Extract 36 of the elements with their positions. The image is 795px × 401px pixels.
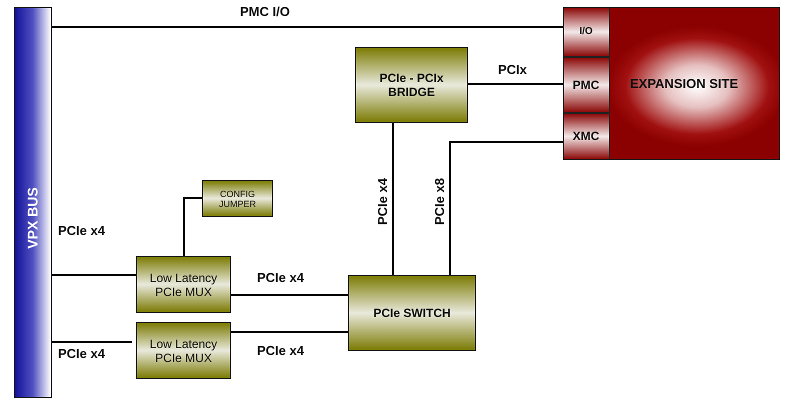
connector-line (52, 26, 563, 28)
edge-label: PCIe x4 (58, 346, 105, 361)
node-label: PMC (572, 78, 600, 92)
node-label: PCIe - PCIx BRIDGE (378, 71, 445, 99)
switch-box (348, 275, 476, 351)
connector-line (52, 274, 136, 276)
connector-line (52, 341, 132, 343)
connector-slot (562, 112, 610, 160)
connector-slot (562, 56, 610, 112)
edge-label: PCIe x4 (58, 223, 105, 238)
edge-label: PCIx (498, 62, 527, 77)
node-label: XMC (572, 129, 600, 143)
vpx-bus-bar (14, 7, 52, 398)
mux-box (136, 256, 231, 313)
connector-line (231, 331, 348, 333)
edge-label: PCIe x8 (432, 178, 447, 225)
edge-label: PCIe x4 (375, 178, 390, 225)
edge-label: PCIe x4 (257, 270, 304, 285)
expansion-site-box (563, 7, 780, 160)
node-label: PCIe SWITCH (373, 306, 451, 320)
mux-box (136, 322, 231, 379)
connector-line (231, 294, 348, 296)
node-label: Low Latency PCIe MUX (148, 270, 218, 298)
bridge-box (355, 47, 468, 123)
edge-label: PMC I/O (240, 4, 290, 19)
connector-line (183, 197, 202, 256)
node-label: Low Latency PCIe MUX (148, 336, 218, 364)
node-label: CONFIG JUMPER (218, 188, 257, 208)
node-label: I/O (579, 26, 593, 37)
connector-line (449, 141, 563, 275)
connector-line (468, 83, 563, 85)
connector-line (392, 123, 394, 275)
bus-label: VPX BUS (25, 186, 41, 248)
jumper-box (202, 180, 273, 217)
connector-slot (562, 6, 610, 56)
edge-label: PCIe x4 (257, 343, 304, 358)
